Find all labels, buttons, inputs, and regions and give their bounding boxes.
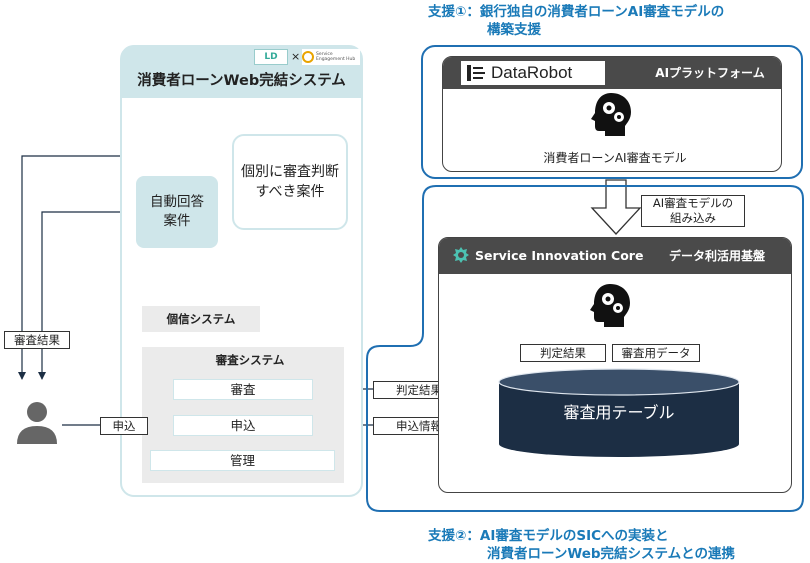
seh-logo: Service Engagement Hub [302, 49, 360, 65]
embed-line1: AI審査モデルの [652, 196, 734, 210]
ld-logo: LD [254, 49, 288, 65]
support1-line2: 構築支援 [487, 22, 541, 38]
sic-review-data-tag: 審査用データ [612, 344, 700, 362]
manage-item[interactable]: 管理 [150, 450, 335, 471]
review-item[interactable]: 審査 [173, 379, 313, 400]
support1-line1: 支援①：銀行独自の消費者ローンAI審査モデルの [428, 4, 725, 20]
review-table-label: 審査用テーブル [563, 403, 675, 422]
sic-logo-icon [453, 247, 469, 263]
sic-header [439, 238, 791, 274]
embed-line2: 組み込み [670, 211, 716, 225]
logo-times: × [291, 50, 301, 63]
head-with-gears-icon [591, 93, 631, 136]
web-system-title: 消費者ローンWeb完結システム [137, 73, 346, 89]
datarobot-brand: DataRobot [491, 63, 573, 82]
support2-caption: 支援②：AI審査モデルのSICへの実装と 消費者ローンWeb完結システムとの連携 [428, 527, 808, 563]
individual-review-box: 個別に審査判断 すべき案件 [232, 134, 348, 230]
head-with-gears-icon [590, 284, 630, 327]
apply-item[interactable]: 申込 [173, 415, 313, 436]
sic-logo: Service Innovation Core [452, 246, 643, 264]
auto-answer-box: 自動回答 案件 [136, 176, 218, 248]
datarobot-logo-icon [467, 65, 485, 81]
sic-judgment-result-tag: 判定結果 [520, 344, 606, 362]
individual-review-line2: すべき案件 [255, 184, 325, 200]
datarobot-frame [421, 45, 803, 179]
credit-system-box: 個信システム [142, 306, 260, 332]
review-table-cylinder [498, 368, 740, 457]
individual-review-line1: 個別に審査判断 [241, 164, 339, 180]
review-result-tag: 審査結果 [4, 331, 70, 349]
sic-panel [438, 237, 792, 493]
datarobot-model-label: 消費者ローンAI審査モデル [543, 151, 687, 165]
sic-platform-label: データ利活用基盤 [668, 249, 765, 263]
review-system-label: 審査システム [215, 353, 285, 367]
datarobot-platform-label: AIプラットフォーム [655, 66, 765, 80]
support2-line1: 支援②：AI審査モデルのSICへの実装と [428, 528, 669, 544]
person-icon [17, 402, 57, 444]
seh-logo-icon [302, 51, 314, 63]
support1-caption: 支援①：銀行独自の消費者ローンAI審査モデルの 構築支援 [428, 3, 808, 41]
arrow-auto-to-person [38, 211, 136, 380]
embed-tag: AI審査モデルの 組み込み [641, 195, 745, 227]
support2-line2: 消費者ローンWeb完結システムとの連携 [487, 546, 736, 562]
embed-hollow-arrow [590, 179, 642, 235]
auto-answer-line1: 自動回答 [150, 194, 204, 210]
apply-tag: 申込 [100, 417, 148, 435]
sic-brand: Service Innovation Core [475, 247, 644, 263]
datarobot-logo: DataRobot [461, 61, 605, 85]
auto-answer-line2: 案件 [163, 213, 191, 229]
